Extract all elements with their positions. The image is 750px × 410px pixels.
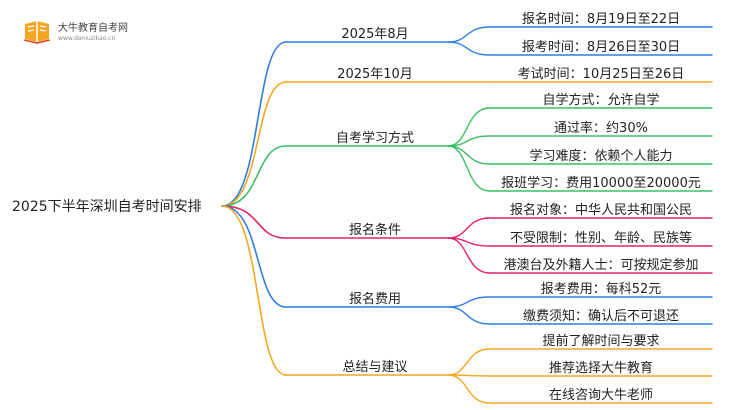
- leaf-label: 报考费用：每科52元: [540, 282, 662, 297]
- leaf-connector: [447, 217, 491, 239]
- branch-label: 2025年8月: [341, 27, 409, 42]
- leaf-connector: [447, 237, 491, 274]
- leaf-label: 报班学习：费用10000至20000元: [501, 176, 701, 191]
- logo-title: 大牛教育自考网: [58, 23, 128, 34]
- logo: 大牛教育自考网 www.daniuzikao.cn: [22, 18, 162, 48]
- leaf-label: 通过率：约30%: [554, 121, 648, 136]
- book-icon: [23, 21, 51, 44]
- leaf-label: 不受限制：性别、年龄、民族等: [509, 231, 693, 246]
- leaf-connector: [447, 145, 491, 192]
- branch-connector: [221, 41, 287, 207]
- branch-label: 报名费用: [348, 292, 402, 307]
- leaf-label: 缴费须知：确认后不可退还: [522, 309, 680, 324]
- leaf-label: 自学方式：允许自学: [542, 93, 660, 108]
- leaf-label: 报考时间：8月26日至30日: [521, 40, 681, 55]
- leaf-connector: [447, 296, 491, 308]
- leaf-label: 提前了解时间与要求: [542, 334, 660, 349]
- leaf-label: 报名对象：中华人民共和国公民: [509, 203, 693, 218]
- branch-connector: [221, 205, 287, 308]
- branch-label: 总结与建议: [342, 360, 408, 375]
- branch-connector: [221, 205, 287, 239]
- leaf-label: 考试时间：10月25日至26日: [517, 67, 685, 82]
- branch-label: 自考学习方式: [335, 131, 415, 146]
- branch-label: 报名条件: [348, 223, 402, 238]
- leaf-label: 港澳台及外籍人士：可按规定参加: [503, 258, 699, 273]
- leaf-connector: [447, 145, 491, 165]
- leaf-label: 学习难度：依赖个人能力: [529, 149, 673, 164]
- leaf-connector: [447, 306, 491, 325]
- leaf-label: 报名时间：8月19日至22日: [521, 12, 681, 27]
- leaf-connector: [447, 374, 491, 404]
- logo-url: www.daniuzikao.cn: [58, 35, 116, 42]
- branch-connector: [221, 205, 287, 376]
- leaf-connector: [447, 41, 491, 56]
- leaf-label: 推荐选择大牛教育: [548, 361, 654, 376]
- leaf-label: 在线咨询大牛老师: [548, 388, 654, 403]
- branch-connector: [221, 145, 287, 207]
- leaf-connector: [447, 348, 491, 376]
- leaf-connector: [447, 26, 491, 43]
- branch-label: 2025年10月: [337, 67, 413, 82]
- root-node-label: 2025下半年深圳自考时间安排: [12, 199, 202, 215]
- branch-connector: [221, 81, 287, 207]
